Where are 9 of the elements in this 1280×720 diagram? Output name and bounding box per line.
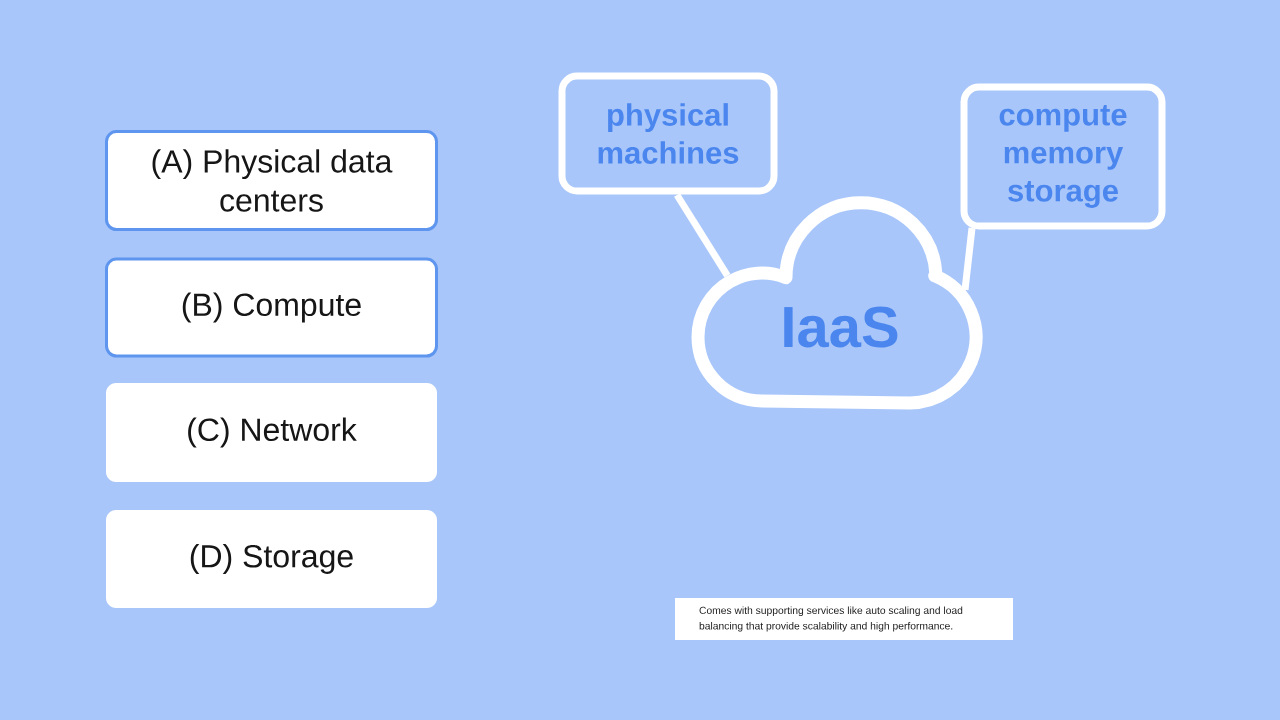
connector-line <box>961 227 976 291</box>
connector-line <box>674 193 731 278</box>
option-box: (D) Storage <box>106 510 437 608</box>
note-box: Comes with supporting services like auto scaling and load balancing that provide scalability and high performance. <box>675 598 1013 640</box>
option-box: (B) Compute <box>105 257 438 358</box>
callout-box: physical machines <box>558 72 778 195</box>
callout-box: compute memory storage <box>960 83 1166 230</box>
option-box: (C) Network <box>106 383 437 482</box>
option-box: (A) Physical data centers <box>105 130 438 231</box>
